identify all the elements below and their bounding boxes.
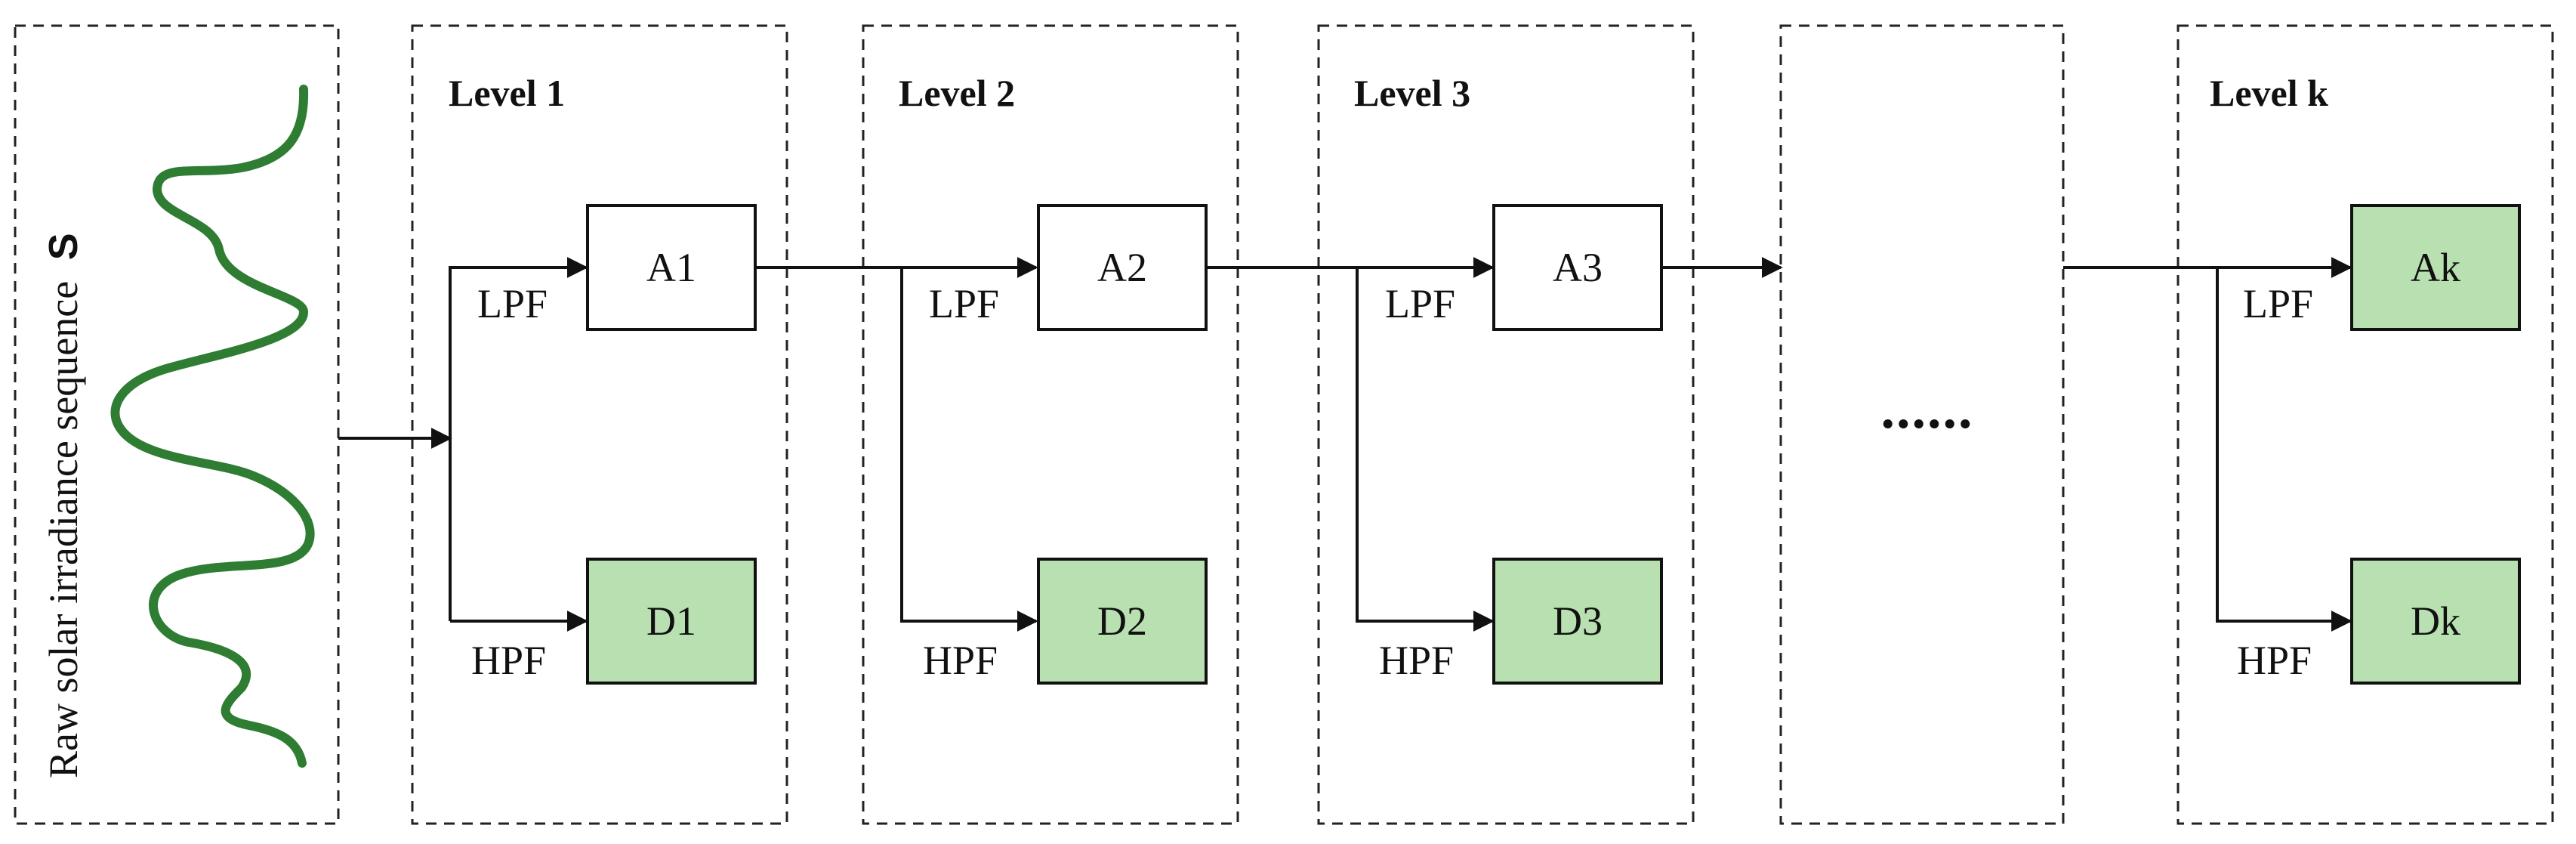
ak-label: Ak	[2411, 245, 2460, 290]
hpf-label-1: HPF	[471, 638, 546, 683]
hpf-label-k: HPF	[2237, 638, 2312, 683]
level-2-hpf-wire	[900, 267, 1038, 632]
level-3-title: Level 3	[1354, 72, 1470, 114]
level-k-hpf-wire	[2216, 267, 2352, 632]
a2-node	[1037, 204, 1208, 331]
level-3-frame	[1317, 24, 1695, 825]
level-1-lpf-wire	[449, 257, 588, 621]
lpf-label-3: LPF	[1385, 281, 1455, 326]
input-symbol: S	[41, 233, 86, 260]
a1-node	[586, 204, 757, 331]
a3-node	[1492, 204, 1663, 331]
hpf-label-3: HPF	[1379, 638, 1454, 683]
dk-node	[2350, 558, 2521, 685]
lpf-label-1: LPF	[477, 281, 548, 326]
input-title: Raw solar irradiance sequence S	[41, 233, 86, 778]
level-1-title: Level 1	[449, 72, 565, 114]
lpf-label-k: LPF	[2243, 281, 2313, 326]
ellipsis-dots: ......	[1881, 379, 1974, 441]
level-k-frame	[2176, 24, 2554, 825]
level-2-frame	[862, 24, 1239, 825]
d3-node	[1492, 558, 1663, 685]
lpf-label-2: LPF	[929, 281, 999, 326]
d2-node	[1037, 558, 1208, 685]
a1-label: A1	[646, 245, 696, 290]
ak-node	[2350, 204, 2521, 331]
d2-label: D2	[1097, 598, 1147, 644]
level-3-hpf-wire	[1356, 267, 1495, 632]
a2-label: A2	[1097, 245, 1147, 290]
dk-label: Dk	[2411, 598, 2460, 644]
a3-label: A3	[1553, 245, 1603, 290]
level-2-title: Level 2	[899, 72, 1015, 114]
raw-signal-waveform	[110, 85, 315, 768]
level-k-title: Level k	[2210, 72, 2328, 114]
d3-label: D3	[1553, 598, 1603, 644]
d1-node	[586, 558, 757, 685]
hpf-label-2: HPF	[923, 638, 998, 683]
level-1-frame	[411, 24, 788, 825]
d1-label: D1	[646, 598, 696, 644]
ellipsis-frame	[1779, 24, 2065, 825]
